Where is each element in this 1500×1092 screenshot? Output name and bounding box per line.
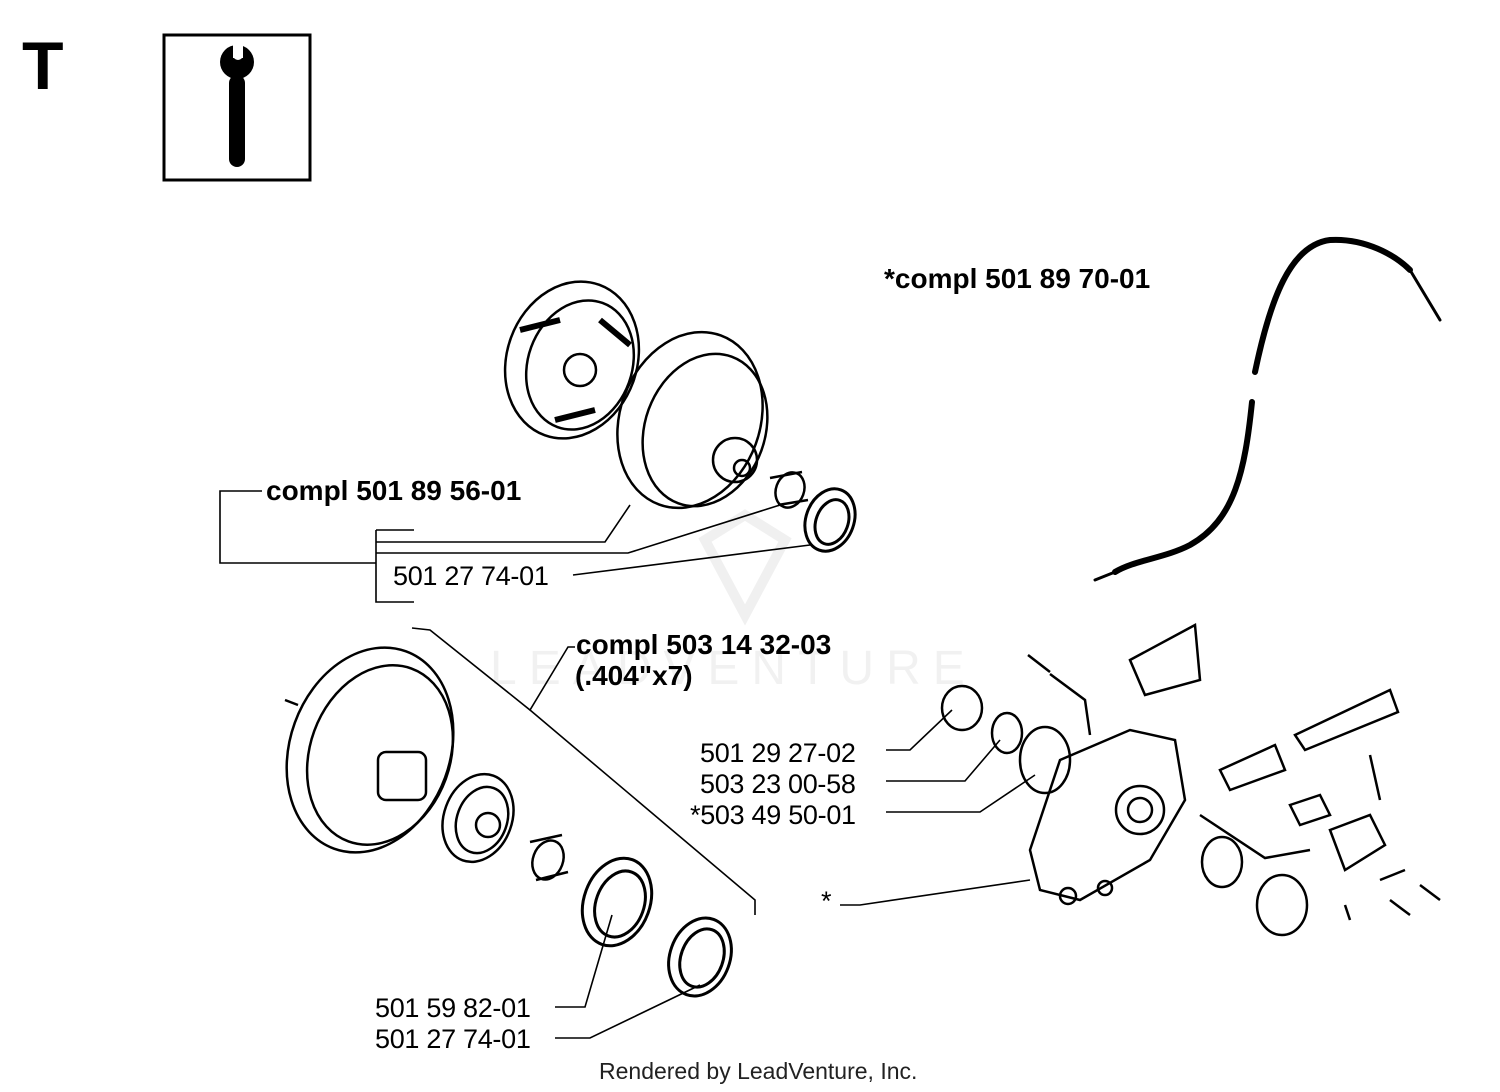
needle-bearing-lower [529, 833, 569, 882]
clutch-compl-label: compl 501 89 56-01 [266, 475, 522, 506]
clutch-drum [616, 330, 769, 510]
drum-size-label: (.404"x7) [575, 660, 693, 691]
watermark-text: LEADVENTURE [490, 642, 977, 695]
rim-sprocket [441, 772, 515, 864]
watermark-logo [698, 509, 792, 626]
washer-1-label: 501 59 82-01 [375, 993, 531, 1023]
oil-pump-assembly [940, 623, 1441, 937]
pump-part-1-label: 501 29 27-02 [700, 738, 856, 768]
washer-lower-2 [667, 916, 733, 998]
clutch-washer-label: 501 27 74-01 [393, 561, 549, 591]
washer-2-label: 501 27 74-01 [375, 1024, 531, 1054]
clutch-shoe-assembly [503, 280, 641, 440]
section-letter: T [22, 28, 64, 104]
sprocket-drum [284, 646, 455, 854]
footer-credit: Rendered by LeadVenture, Inc. [599, 1058, 918, 1084]
oil-hose [1093, 236, 1442, 582]
leader-lines-upper [219, 490, 811, 603]
leader-lines-lower [411, 627, 756, 1039]
pump-asterisk-label: * [821, 886, 832, 916]
washer-lower-1 [580, 856, 654, 948]
pump-part-2-label: 503 23 00-58 [700, 769, 856, 799]
washer-upper [803, 487, 857, 553]
oil-pump-compl-label: *compl 501 89 70-01 [884, 263, 1151, 294]
needle-bearing-upper [769, 470, 809, 509]
pump-part-3-label: *503 49 50-01 [690, 800, 856, 830]
wrench-icon [162, 33, 312, 182]
leader-lines-pump [840, 709, 1036, 906]
drum-compl-label: compl 503 14 32-03 [576, 629, 832, 660]
